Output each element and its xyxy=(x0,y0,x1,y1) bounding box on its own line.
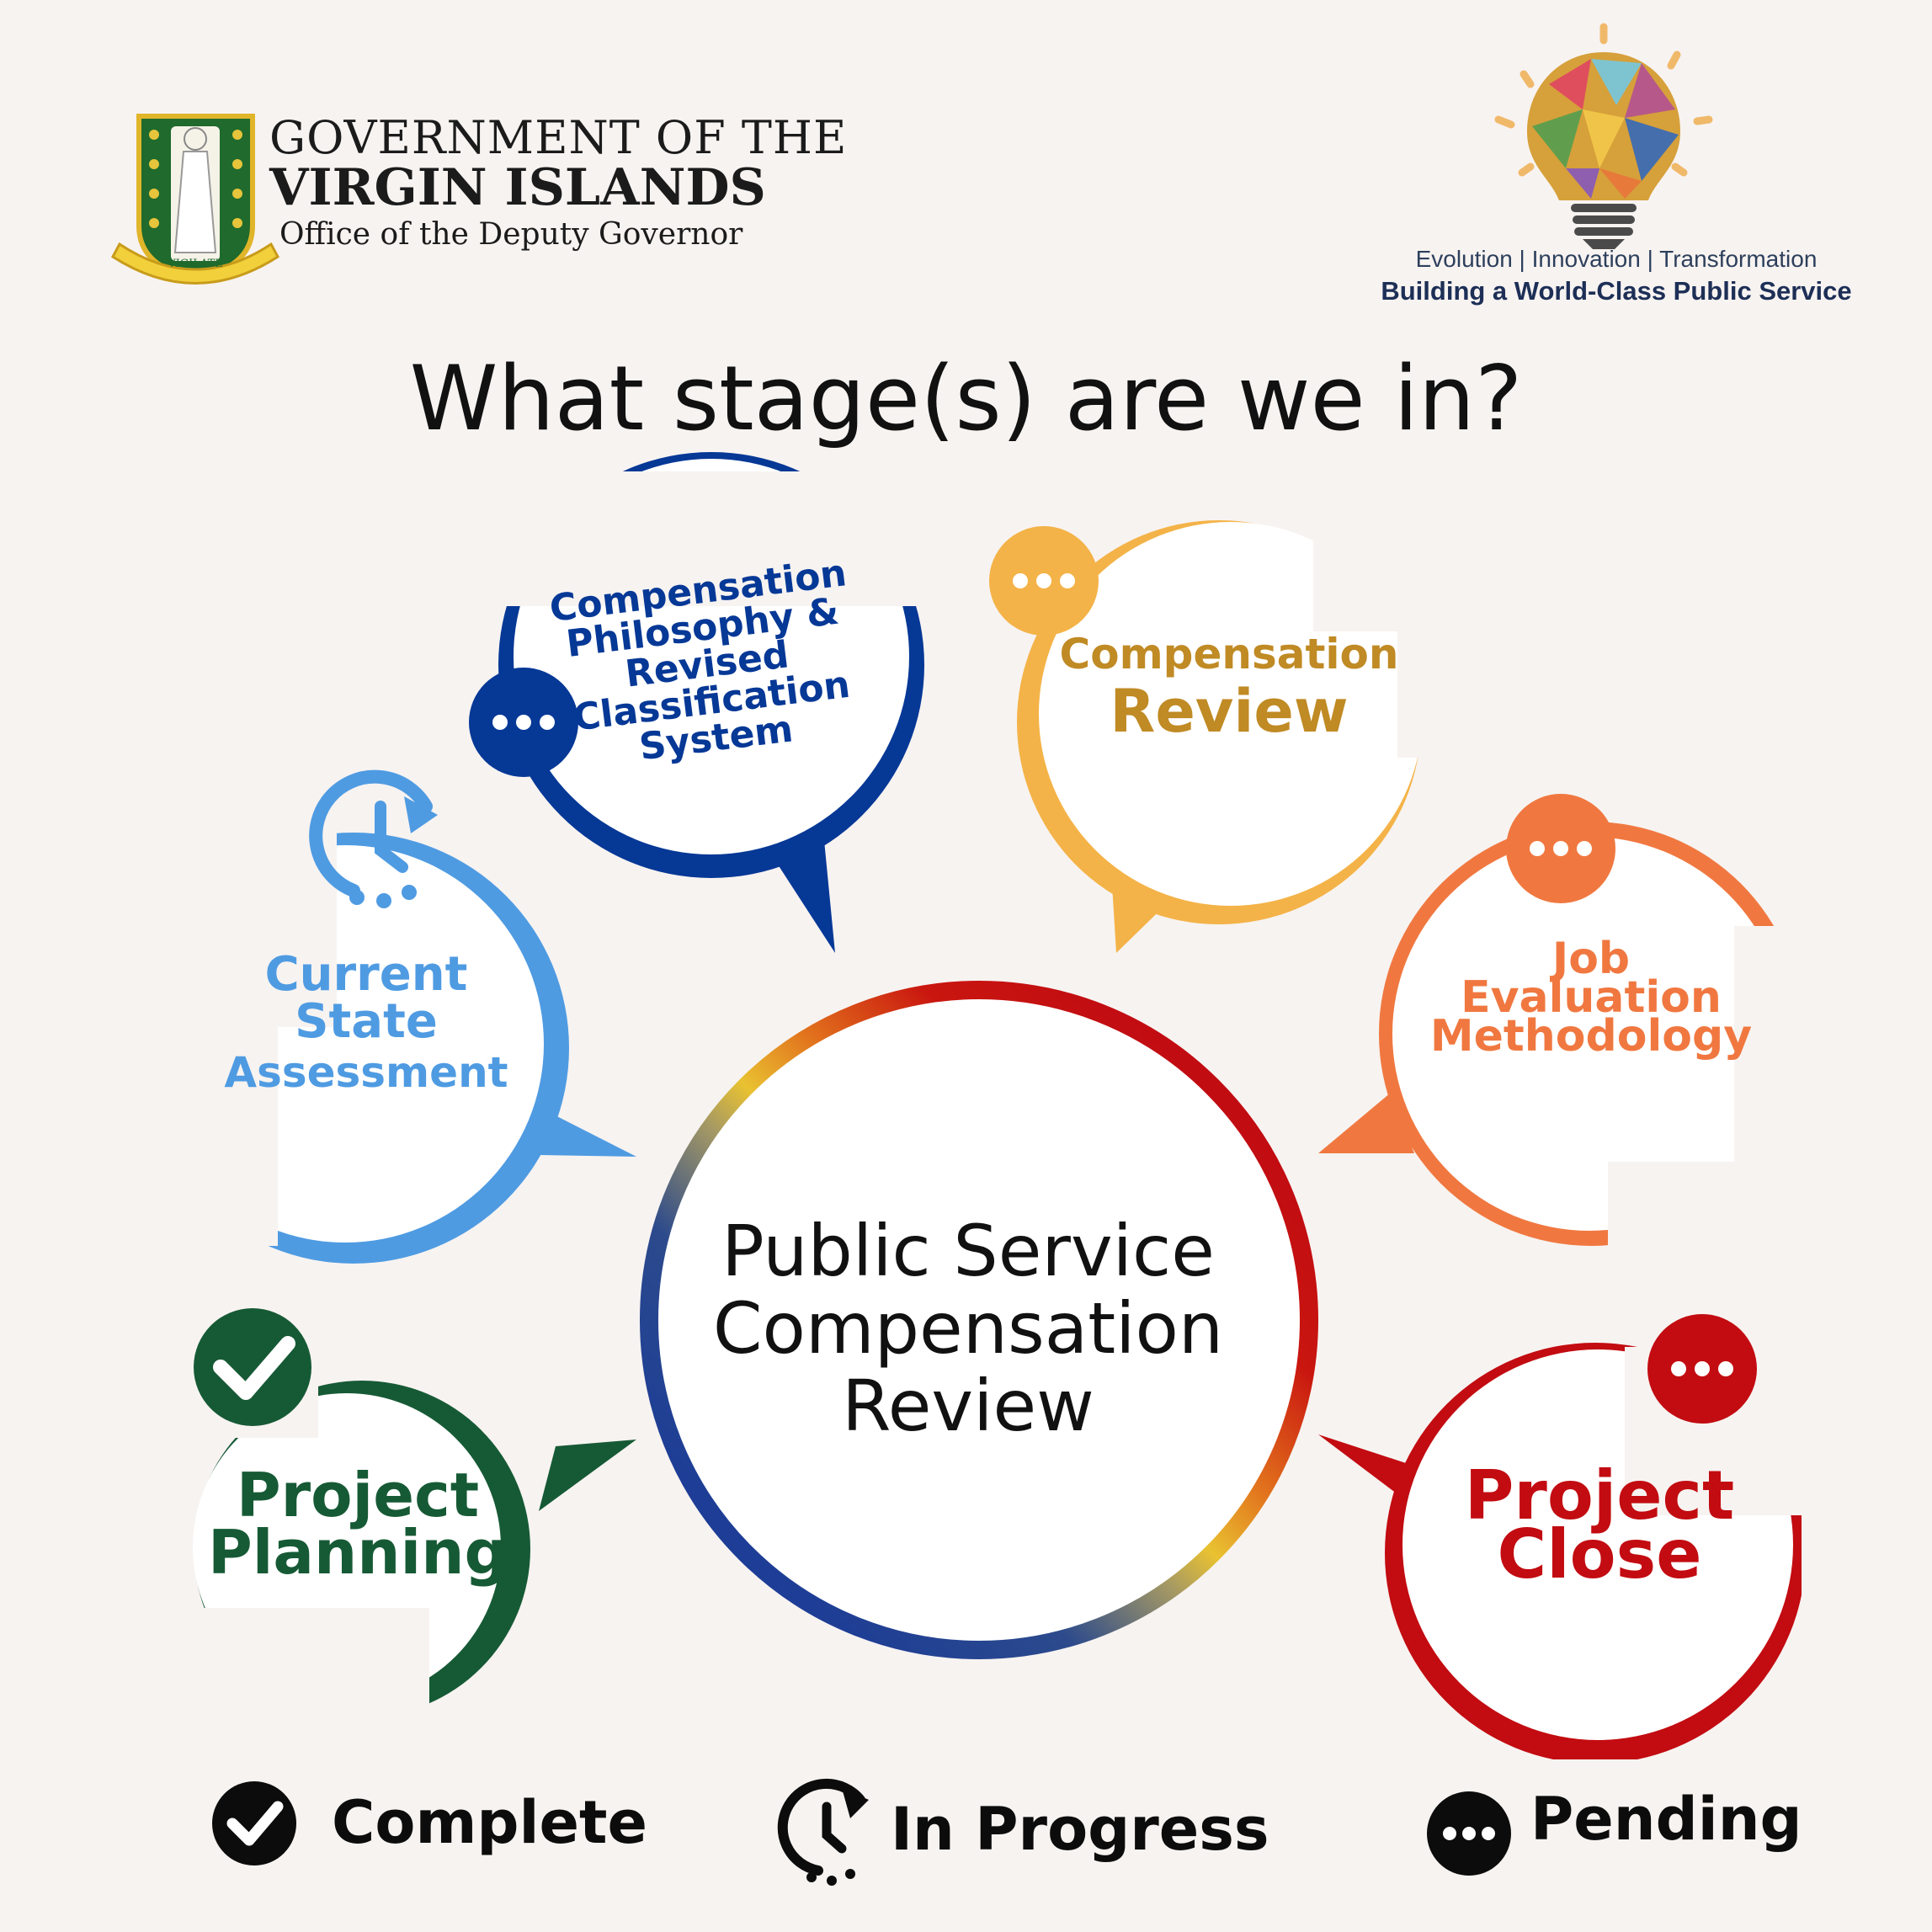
legend-check-icon xyxy=(212,1781,296,1865)
pending-icon-compensation-review xyxy=(989,526,1099,636)
stage-project-close xyxy=(1318,1343,1886,1877)
tagline-values: Evolution | Innovation | Transformation xyxy=(1415,246,1818,272)
stage-project-planning xyxy=(143,1320,636,1751)
stage-compensation-review xyxy=(1017,505,1507,953)
stage-label-project-close: Project Close xyxy=(1464,1456,1735,1594)
stage-label-compensation-review: Compensation Review xyxy=(1059,630,1399,746)
stage-label-project-planning: Project Planning xyxy=(207,1460,508,1588)
center-title: Public Service Compensation Review xyxy=(631,1212,1305,1445)
center-line1: Public Service xyxy=(721,1210,1215,1292)
tagline-mission: Building a World-Class Public Service xyxy=(1381,276,1852,306)
page-title: What stage(s) are we in? xyxy=(409,347,1523,450)
legend-complete-label: Complete xyxy=(332,1788,647,1857)
center-line2: Compensation xyxy=(712,1287,1224,1370)
pending-icon-job-evaluation xyxy=(1506,794,1615,903)
stage-current-state xyxy=(101,808,636,1264)
crest-motto: VIGILATE xyxy=(168,258,223,270)
pending-icon-project-close xyxy=(1647,1314,1757,1424)
gov-title-line1: GOVERNMENT OF THE xyxy=(269,111,848,164)
center-ring xyxy=(640,981,1318,1659)
stage-label-job-evaluation: Job Evaluation Methodology xyxy=(1429,934,1753,1062)
pending-icon-philosophy xyxy=(469,668,578,777)
legend-clock-icon xyxy=(777,1778,869,1886)
stage-label-current-state: Current State Assessment xyxy=(224,947,508,1097)
stage-compensation-philosophy xyxy=(471,452,960,953)
legend-pending-label: Pending xyxy=(1530,1785,1802,1854)
stage-job-evaluation xyxy=(1318,822,1869,1330)
center-line3: Review xyxy=(842,1365,1094,1447)
gov-title-line2: VIRGIN ISLANDS xyxy=(269,158,766,217)
gov-subtitle: Office of the Deputy Governor xyxy=(279,217,743,252)
lightbulb-logo xyxy=(1494,23,1713,249)
legend-in-progress-label: In Progress xyxy=(891,1795,1269,1864)
check-icon xyxy=(194,1308,311,1426)
crest-logo xyxy=(111,114,279,285)
clock-progress-icon xyxy=(309,769,438,908)
legend-pending-icon xyxy=(1427,1791,1511,1876)
